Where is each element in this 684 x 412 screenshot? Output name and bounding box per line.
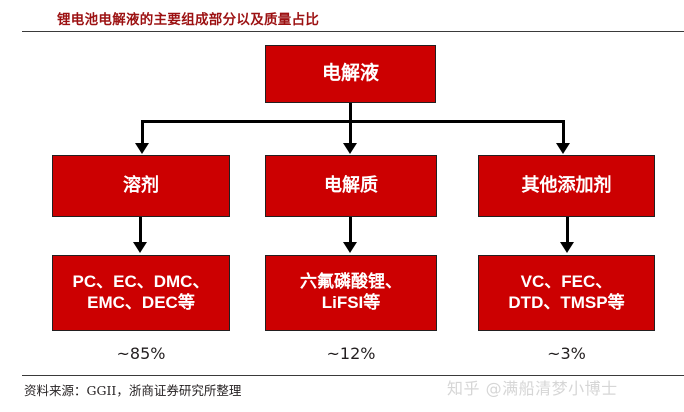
page-title: 锂电池电解液的主要组成部分以及质量占比 <box>57 12 320 28</box>
connector-branch-right <box>562 120 565 144</box>
node-root-label: 电解液 <box>321 63 379 85</box>
node-solvent-items-line1: PC、EC、DMC、 <box>72 272 210 292</box>
source-note: 资料来源：GGII，浙商证券研究所整理 <box>24 383 242 398</box>
node-solvent-items-label: PC、EC、DMC、 EMC、DEC等 <box>69 272 214 313</box>
connector-root-bus <box>141 120 565 123</box>
arrowhead-solvent-icon <box>133 242 147 253</box>
percentage-salt: ~12% <box>326 344 376 363</box>
node-salt-items-label: 六氟磷酸锂、 LiFSI等 <box>296 272 406 313</box>
node-additive-items-line1: VC、FEC、 <box>520 272 613 292</box>
node-salt-items-line2: LiFSI等 <box>321 293 381 312</box>
node-other-additives-label: 其他添加剂 <box>521 175 612 196</box>
connector-additive-stem <box>566 217 569 243</box>
arrowhead-center-icon <box>343 143 357 154</box>
node-solvent: 溶剂 <box>52 155 230 217</box>
percentage-solvent: ~85% <box>116 344 166 363</box>
connector-root-stem <box>349 103 352 123</box>
node-solvent-label: 溶剂 <box>123 175 159 196</box>
node-salt-items: 六氟磷酸锂、 LiFSI等 <box>265 255 437 331</box>
connector-solvent-stem <box>139 217 142 243</box>
footer-divider <box>22 375 684 376</box>
zhihu-watermark: 知乎 @满船清梦小博士 <box>447 379 618 398</box>
arrowhead-salt-icon <box>343 242 357 253</box>
node-electrolyte-salt: 电解质 <box>265 155 437 217</box>
header-divider <box>22 31 684 32</box>
node-root-electrolyte: 电解液 <box>265 45 436 103</box>
percentage-additive: ~3% <box>547 344 586 363</box>
node-electrolyte-salt-label: 电解质 <box>324 175 378 196</box>
arrowhead-right-icon <box>556 143 570 154</box>
arrowhead-additive-icon <box>560 242 574 253</box>
node-other-additives: 其他添加剂 <box>478 155 655 217</box>
node-additive-items-label: VC、FEC、 DTD、TMSP等 <box>504 272 628 313</box>
node-additive-items-line2: DTD、TMSP等 <box>508 293 625 312</box>
node-solvent-items: PC、EC、DMC、 EMC、DEC等 <box>52 255 230 331</box>
arrowhead-left-icon <box>135 143 149 154</box>
node-solvent-items-line2: EMC、DEC等 <box>87 293 195 312</box>
node-salt-items-line1: 六氟磷酸锂、 <box>300 272 402 292</box>
node-additive-items: VC、FEC、 DTD、TMSP等 <box>478 255 655 331</box>
connector-salt-stem <box>349 217 352 243</box>
connector-branch-left <box>141 120 144 144</box>
connector-branch-center <box>349 120 352 144</box>
